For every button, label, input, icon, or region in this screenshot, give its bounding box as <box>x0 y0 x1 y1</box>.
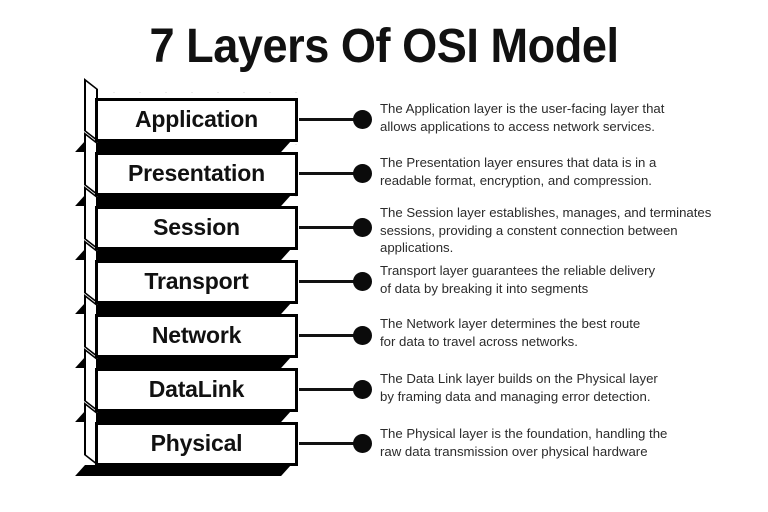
layer-description: The Session layer establishes, manages, … <box>380 204 730 257</box>
connector-dot-icon <box>353 110 372 129</box>
block-front-face <box>95 206 298 250</box>
connector-line <box>299 388 355 391</box>
connector-dot-icon <box>353 434 372 453</box>
connector-line <box>299 226 355 229</box>
layer-block-presentation[interactable]: Presentation <box>75 132 298 206</box>
connector-line <box>299 442 355 445</box>
connector-line <box>299 118 355 121</box>
description-line: applications. <box>380 240 454 255</box>
layer-description: The Application layer is the user-facing… <box>380 100 730 135</box>
description-line: allows applications to access network se… <box>380 118 655 134</box>
layer-label: Session <box>153 214 240 240</box>
description-line: sessions, providing a constent connectio… <box>380 222 678 238</box>
block-front-face <box>95 98 298 142</box>
description-line: for data to travel across networks. <box>380 333 578 349</box>
block-shadow-face <box>75 303 292 314</box>
layer-block-datalink[interactable]: DataLink <box>75 348 298 422</box>
block-shadow-face <box>75 357 292 368</box>
layer-description: The Network layer determines the best ro… <box>380 315 730 350</box>
block-front-face <box>95 152 298 196</box>
layer-label: Presentation <box>128 160 265 186</box>
description-line: by framing data and managing error detec… <box>380 388 651 404</box>
layer-description: The Data Link layer builds on the Physic… <box>380 370 730 405</box>
layer-label: Application <box>134 106 259 132</box>
description-line: The Application layer is the user-facing… <box>380 101 665 116</box>
block-shadow-face <box>75 411 292 422</box>
block-front-face <box>95 314 298 358</box>
connector-line <box>299 334 355 337</box>
description-line: The Presentation layer ensures that data… <box>380 155 657 170</box>
block-front-face <box>95 422 298 466</box>
block-shadow-face <box>75 249 292 260</box>
description-line: Transport layer guarantees the reliable … <box>380 263 656 278</box>
layer-label: Transport <box>144 268 249 294</box>
connector-dot-icon <box>353 218 372 237</box>
layer-block-transport[interactable]: Transport <box>75 240 298 314</box>
layer-label: Physical <box>150 430 243 456</box>
description-line: The Physical layer is the foundation, ha… <box>380 426 668 441</box>
block-shadow-face <box>75 465 292 476</box>
description-line: The Session layer establishes, manages, … <box>380 205 712 220</box>
description-line: of data by breaking it into segments <box>380 280 589 296</box>
layer-block-physical[interactable]: Physical <box>75 402 298 476</box>
layer-block-network[interactable]: Network <box>75 294 298 368</box>
layer-block-application[interactable]: Application <box>75 78 298 152</box>
connector-dot-icon <box>353 272 372 291</box>
layer-description: Transport layer guarantees the reliable … <box>380 262 730 297</box>
description-line: raw data transmission over physical hard… <box>380 443 648 459</box>
page-title: 7 Layers Of OSI Model <box>149 20 619 73</box>
layer-description: The Presentation layer ensures that data… <box>380 154 730 189</box>
description-line: The Network layer determines the best ro… <box>380 316 641 331</box>
layer-description: The Physical layer is the foundation, ha… <box>380 425 730 460</box>
connector-dot-icon <box>353 380 372 399</box>
connector-line <box>299 280 355 283</box>
connector-dot-icon <box>353 326 372 345</box>
description-line: The Data Link layer builds on the Physic… <box>380 371 658 386</box>
block-front-face <box>95 260 298 304</box>
block-shadow-face <box>75 195 292 206</box>
connector-dot-icon <box>353 164 372 183</box>
layer-block-session[interactable]: Session <box>75 186 298 260</box>
connector-line <box>299 172 355 175</box>
block-front-face <box>95 368 298 412</box>
layer-label: Network <box>151 322 242 348</box>
description-line: readable format, encryption, and compres… <box>380 172 652 188</box>
layer-label: DataLink <box>148 376 245 402</box>
block-shadow-face <box>75 141 292 152</box>
